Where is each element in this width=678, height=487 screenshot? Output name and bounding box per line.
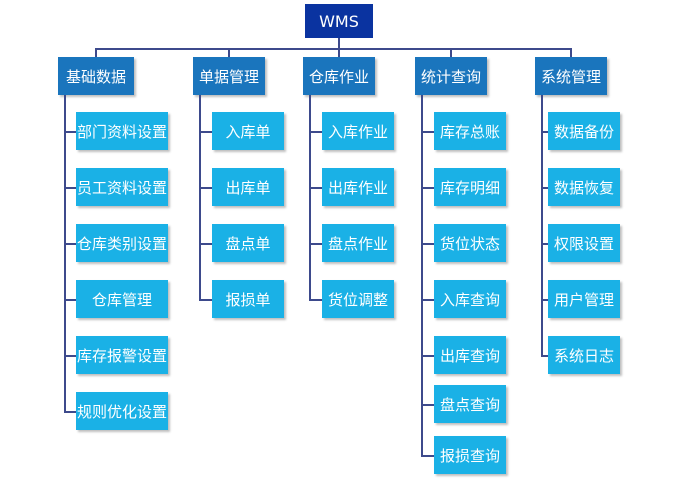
leaf-connector-line: [64, 243, 76, 245]
leaf-node: 员工资料设置: [76, 168, 168, 206]
leaf-node: 入库单: [212, 112, 284, 150]
leaf-connector-line: [309, 131, 322, 133]
leaf-connector-line: [199, 243, 212, 245]
leaf-node: 部门资料设置: [76, 112, 168, 150]
category-spine-line: [541, 95, 543, 356]
leaf-node: 报损单: [212, 280, 284, 318]
leaf-node: 出库作业: [322, 168, 394, 206]
category-drop-line: [570, 48, 572, 57]
leaf-connector-line: [309, 243, 322, 245]
category-drop-line: [228, 48, 230, 57]
leaf-connector-line: [64, 411, 76, 413]
leaf-connector-line: [309, 187, 322, 189]
category-spine-line: [64, 95, 66, 412]
category-drop-line: [95, 48, 97, 57]
leaf-node: 出库单: [212, 168, 284, 206]
leaf-node: 权限设置: [548, 224, 620, 262]
leaf-connector-line: [541, 299, 548, 301]
leaf-connector-line: [541, 243, 548, 245]
leaf-node: 货位状态: [434, 224, 506, 262]
leaf-node: 入库查询: [434, 280, 506, 318]
leaf-connector-line: [541, 187, 548, 189]
leaf-connector-line: [541, 355, 548, 357]
category-node: 仓库作业: [303, 57, 375, 95]
leaf-node: 仓库类别设置: [76, 224, 168, 262]
leaf-node: 盘点查询: [434, 385, 506, 423]
leaf-node: 数据恢复: [548, 168, 620, 206]
leaf-connector-line: [64, 187, 76, 189]
leaf-connector-line: [199, 131, 212, 133]
category-spine-line: [199, 95, 201, 300]
category-spine-line: [309, 95, 311, 300]
category-drop-line: [450, 48, 452, 57]
leaf-node: 用户管理: [548, 280, 620, 318]
leaf-node: 库存报警设置: [76, 336, 168, 374]
leaf-connector-line: [64, 131, 76, 133]
category-bus-line: [96, 48, 571, 50]
leaf-connector-line: [541, 131, 548, 133]
leaf-node: 库存总账: [434, 112, 506, 150]
leaf-connector-line: [309, 299, 322, 301]
leaf-node: 库存明细: [434, 168, 506, 206]
leaf-connector-line: [421, 355, 434, 357]
leaf-connector-line: [421, 299, 434, 301]
category-node: 统计查询: [415, 57, 487, 95]
leaf-node: 报损查询: [434, 436, 506, 474]
leaf-connector-line: [199, 299, 212, 301]
leaf-node: 盘点作业: [322, 224, 394, 262]
leaf-connector-line: [64, 299, 76, 301]
leaf-connector-line: [421, 131, 434, 133]
category-drop-line: [338, 48, 340, 57]
root-node: WMS: [305, 4, 373, 38]
leaf-connector-line: [421, 243, 434, 245]
leaf-connector-line: [421, 455, 434, 457]
leaf-connector-line: [421, 187, 434, 189]
category-node: 单据管理: [193, 57, 265, 95]
leaf-node: 规则优化设置: [76, 392, 168, 430]
root-stem-line: [338, 38, 340, 49]
category-node: 系统管理: [535, 57, 607, 95]
leaf-node: 入库作业: [322, 112, 394, 150]
leaf-connector-line: [421, 404, 434, 406]
leaf-node: 盘点单: [212, 224, 284, 262]
category-node: 基础数据: [58, 57, 134, 95]
leaf-connector-line: [64, 355, 76, 357]
leaf-node: 数据备份: [548, 112, 620, 150]
leaf-node: 系统日志: [548, 336, 620, 374]
leaf-connector-line: [199, 187, 212, 189]
leaf-node: 货位调整: [322, 280, 394, 318]
leaf-node: 出库查询: [434, 336, 506, 374]
leaf-node: 仓库管理: [76, 280, 168, 318]
category-spine-line: [421, 95, 423, 456]
